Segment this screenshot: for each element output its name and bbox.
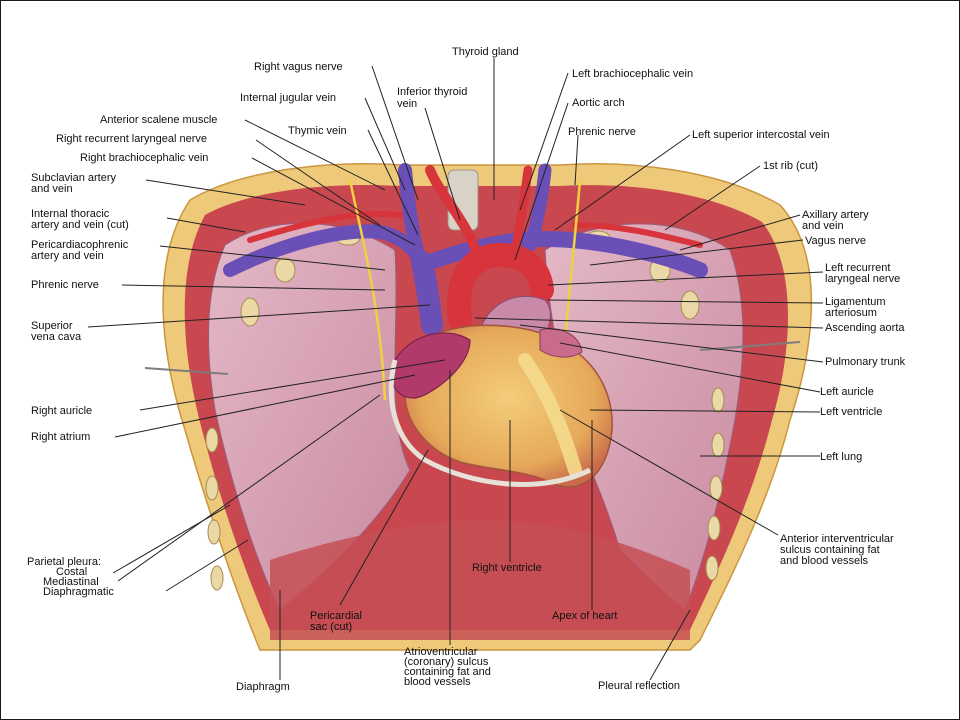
label-inferior-thyroid-vein-1: Inferior thyroid [397, 86, 468, 98]
left-common-carotid [510, 165, 533, 260]
label-ligamentum-2: arteriosum [825, 307, 877, 319]
label-anterior-interventricular-1: Anterior interventricular [780, 533, 894, 545]
label-right-ventricle: Right ventricle [472, 562, 542, 574]
label-diaphragm: Diaphragm [236, 681, 290, 693]
right-phrenic-nerve-drawing [348, 179, 387, 401]
pericardial-sac-edge [388, 359, 592, 487]
label-pulmonary-trunk: Pulmonary trunk [825, 356, 906, 368]
interventricular-fat [518, 353, 582, 477]
label-internal-thoracic-1: Internal thoracic [31, 208, 110, 220]
label-ligamentum-1: Ligamentum [825, 296, 886, 308]
label-av-sulcus-3: containing fat and [404, 666, 491, 678]
label-aortic-arch: Aortic arch [572, 97, 625, 109]
brachiocephalic-trunk [425, 165, 483, 263]
right-auricle-shape [391, 332, 471, 399]
subclavian-artery [247, 211, 403, 243]
label-superior-vena-cava-2: vena cava [31, 331, 82, 343]
label-thymic-vein: Thymic vein [288, 125, 347, 137]
left-internal-jugular-vein [523, 163, 552, 252]
label-left-auricle: Left auricle [820, 386, 874, 398]
label-left-superior-intercostal-vein: Left superior intercostal vein [692, 129, 830, 141]
label-internal-thoracic-2: artery and vein (cut) [31, 219, 129, 231]
label-pericardial-sac-2: sac (cut) [310, 621, 353, 633]
label-right-recurrent-laryngeal-nerve: Right recurrent laryngeal nerve [56, 133, 208, 145]
label-diaphragmatic: Diaphragmatic [43, 586, 114, 598]
label-first-rib-cut: 1st rib (cut) [763, 160, 819, 172]
label-phrenic-nerve-top: Phrenic nerve [568, 126, 636, 138]
label-left-lung: Left lung [820, 451, 863, 463]
leader-lines [87, 58, 824, 681]
label-anterior-interventricular-2: sulcus containing fat [780, 544, 880, 556]
label-av-sulcus-4: blood vessels [404, 676, 471, 688]
label-parietal-pleura: Parietal pleura: [27, 556, 101, 568]
label-subclavian-artery-2: and vein [31, 183, 73, 195]
aortic-arch [447, 242, 554, 332]
label-vagus-nerve: Vagus nerve [805, 235, 866, 247]
axillary-artery [572, 222, 703, 248]
label-phrenic-nerve-left: Phrenic nerve [31, 279, 99, 291]
label-av-sulcus-1: Atrioventricular [404, 646, 478, 658]
diaphragm-muscle [270, 520, 690, 640]
label-inferior-thyroid-vein-2: vein [397, 98, 418, 110]
label-anterior-scalene-muscle: Anterior scalene muscle [100, 114, 218, 126]
label-internal-jugular-vein: Internal jugular vein [240, 92, 337, 104]
label-pericardiacophrenic-1: Pericardiacophrenic [31, 239, 129, 251]
label-subclavian-artery-1: Subclavian artery [31, 172, 116, 184]
label-av-sulcus-2: (coronary) sulcus [404, 656, 489, 668]
label-left-ventricle: Left ventricle [820, 406, 883, 418]
label-axillary-artery-2: and vein [802, 220, 844, 232]
label-anterior-interventricular-3: and blood vessels [780, 555, 869, 567]
label-axillary-artery-1: Axillary artery [802, 209, 869, 221]
label-left-recurrent-laryngeal-1: Left recurrent [825, 262, 891, 274]
label-pleural-reflection: Pleural reflection [598, 680, 680, 692]
label-thyroid-gland: Thyroid gland [452, 46, 519, 58]
label-right-brachiocephalic-vein: Right brachiocephalic vein [80, 152, 209, 164]
label-pericardial-sac-1: Pericardial [310, 610, 362, 622]
label-mediastinal: Mediastinal [43, 576, 99, 588]
label-ascending-aorta: Ascending aorta [825, 322, 905, 334]
label-costal: Costal [56, 566, 88, 578]
label-left-brachiocephalic-vein: Left brachiocephalic vein [572, 68, 694, 80]
label-pericardiacophrenic-2: artery and vein [31, 250, 104, 262]
label-right-vagus-nerve: Right vagus nerve [254, 61, 343, 73]
label-superior-vena-cava-1: Superior [31, 320, 73, 332]
label-apex-of-heart: Apex of heart [552, 610, 618, 622]
label-right-atrium: Right atrium [31, 431, 91, 443]
superior-vena-cava [411, 251, 443, 336]
label-right-auricle: Right auricle [31, 405, 93, 417]
label-left-recurrent-laryngeal-2: laryngeal nerve [825, 273, 901, 285]
